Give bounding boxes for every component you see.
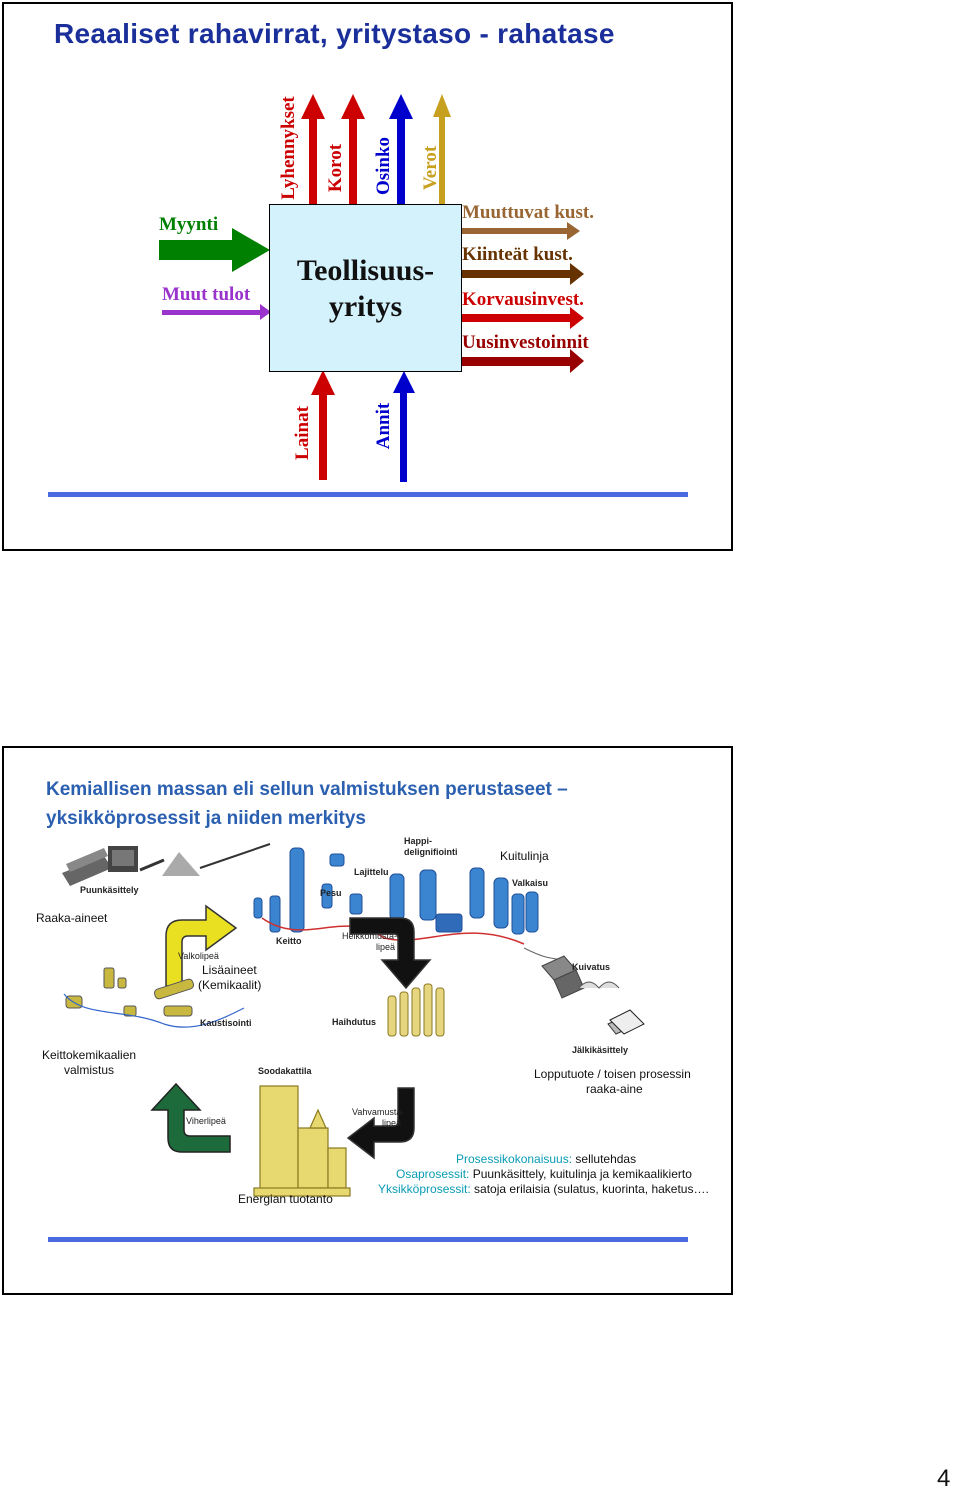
arrow-verot <box>433 94 451 205</box>
strong-black-liquor-arrow <box>346 1087 415 1160</box>
label-raaka-aineet: Raaka-aineet <box>36 911 108 925</box>
fiber-line-illustration <box>253 847 539 935</box>
label-lainat: Lainat <box>292 406 313 460</box>
unit-kaustisointi: Kaustisointi <box>200 1018 252 1028</box>
slide2-title-2: yksikköprosessit ja niiden merkitys <box>46 808 366 829</box>
arrow-osinko <box>389 94 413 205</box>
unit-vahva-2: lipeä <box>382 1118 402 1128</box>
recovery-boiler-illustration <box>253 1085 351 1197</box>
process-diagram <box>62 843 645 1197</box>
unit-happi-1: Happi- <box>404 836 432 846</box>
label-keittokem-2: valmistus <box>64 1063 115 1077</box>
unit-kuivatus: Kuivatus <box>572 962 611 972</box>
unit-heikko-2: lipeä <box>376 942 396 952</box>
label-verot: Verot <box>420 145 441 191</box>
level-term: Prosessikokonaisuus: <box>456 1152 573 1166</box>
level-osaprosessit: Osaprosessit: Puunkäsittely, kuitulinja … <box>396 1167 692 1182</box>
label-kiinteat: Kiinteät kust. <box>462 244 573 265</box>
white-liquor-arrow <box>165 904 238 987</box>
label-osinko: Osinko <box>373 136 394 196</box>
arrow-korvausinvest <box>460 307 584 329</box>
slide2-footer-bar <box>48 1237 688 1242</box>
arrow-muuttuvat <box>460 222 580 240</box>
arrow-lyhennykset <box>301 94 325 205</box>
label-kuitulinja: Kuitulinja <box>500 849 549 863</box>
arrow-kiinteat <box>460 263 584 285</box>
level-yksikkoprosessit: Yksikköprosessit: satoja erilaisia (sula… <box>378 1182 709 1197</box>
level-term: Osaprosessit: <box>396 1167 470 1181</box>
wood-handling-illustration <box>62 843 271 886</box>
arrow-korot <box>341 94 365 205</box>
page-number: 4 <box>937 1465 951 1492</box>
unit-viherlipea: Viherlipeä <box>186 1116 226 1126</box>
arrow-lainat <box>311 370 335 480</box>
company-label-1: Teollisuus- <box>296 254 435 287</box>
label-lopputuote-1: Lopputuote / toisen prosessin <box>534 1067 691 1081</box>
post-treatment-illustration <box>609 1009 645 1035</box>
causticizing-illustration <box>65 967 195 1017</box>
unit-keitto: Keitto <box>276 936 302 946</box>
level-desc: satoja erilaisia (sulatus, kuorinta, hak… <box>470 1182 709 1196</box>
unit-valkolipea: Valkolipeä <box>178 951 219 961</box>
label-lisaaineet-1: Lisäaineet <box>202 963 257 977</box>
unit-heikko-1: Heikkomusta- <box>342 931 398 941</box>
label-korot: Korot <box>325 143 346 193</box>
green-liquor-arrow <box>150 1082 231 1153</box>
unit-jalkikasittely: Jälkikäsittely <box>572 1045 629 1055</box>
label-uusinvestoinnit: Uusinvestoinnit <box>462 332 589 353</box>
label-energia: Energian tuotanto <box>238 1192 333 1206</box>
level-desc: Puunkäsittely, kuitulinja ja kemikaaliki… <box>469 1167 692 1181</box>
arrow-uusinvestoinnit <box>460 349 584 373</box>
unit-valkaisu: Valkaisu <box>512 878 549 888</box>
label-lisaaineet-2: (Kemikaalit) <box>198 978 262 992</box>
label-muuttuvat: Muuttuvat kust. <box>462 202 594 223</box>
unit-lajittelu: Lajittelu <box>354 867 389 877</box>
slide-cash-flows: Reaaliset rahavirrat, yritystaso - rahat… <box>2 2 733 551</box>
unit-happi-2: delignifiointi <box>404 847 458 857</box>
unit-soodakattila: Soodakattila <box>258 1066 312 1076</box>
label-korvausinvest: Korvausinvest. <box>462 289 584 310</box>
level-term: Yksikköprosessit: <box>378 1182 471 1196</box>
label-myynti: Myynti <box>159 214 219 235</box>
company-label-2: yritys <box>328 290 403 323</box>
slide-pulp-process: Kemiallisen massan eli sellun valmistuks… <box>2 746 733 1295</box>
label-lopputuote-2: raaka-aine <box>586 1082 643 1096</box>
label-annit: Annit <box>373 402 394 450</box>
unit-haihdutus: Haihdutus <box>332 1017 376 1027</box>
arrow-muut-tulot <box>162 304 271 320</box>
level-prosessikokonaisuus: Prosessikokonaisuus: sellutehdas <box>456 1152 636 1167</box>
slide1-footer-bar <box>48 492 688 497</box>
unit-vahva-1: Vahvamusta- <box>352 1107 405 1117</box>
level-desc: sellutehdas <box>572 1152 637 1166</box>
label-muut-tulot: Muut tulot <box>162 284 251 305</box>
slide2-title-1: Kemiallisen massan eli sellun valmistuks… <box>46 779 568 800</box>
company-box: Teollisuus- yritys <box>269 204 462 372</box>
label-keittokem-1: Keittokemikaalien <box>42 1048 137 1062</box>
arrow-annit <box>393 371 415 482</box>
unit-puunkasittely: Puunkäsittely <box>80 885 139 895</box>
arrow-myynti <box>159 228 270 272</box>
label-lyhennykset: Lyhennykset <box>278 96 299 200</box>
unit-pesu: Pesu <box>320 888 342 898</box>
weak-black-liquor-arrow <box>349 917 432 990</box>
slide1-title: Reaaliset rahavirrat, yritystaso - rahat… <box>54 18 615 49</box>
evaporation-illustration <box>387 983 445 1037</box>
flow-arrows <box>159 94 584 482</box>
